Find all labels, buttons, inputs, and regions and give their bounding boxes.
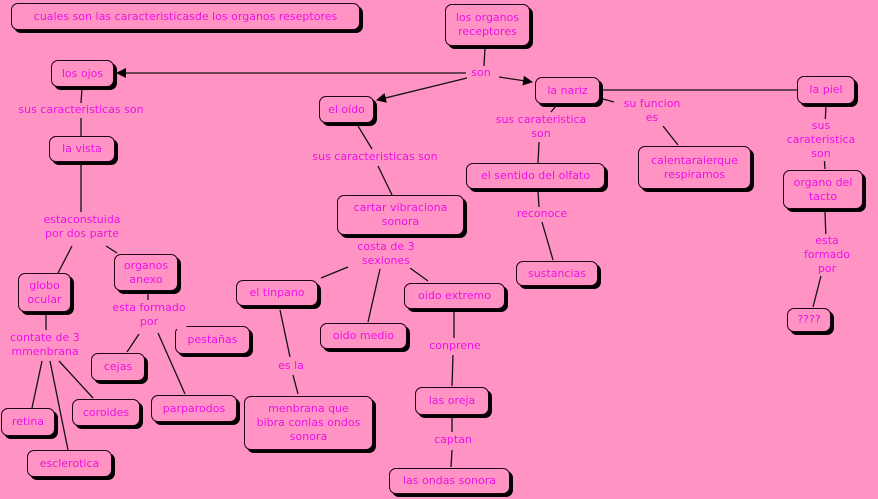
concept-pestanas[interactable]: pestañas [175,326,250,354]
concept-calentar-aire[interactable]: calentaraierque respiramos [638,146,751,189]
concept-los-organos-receptores[interactable]: los organos receptores [445,4,530,46]
phrase-oido-caracteristicas[interactable]: sus caracteristicas son [311,150,439,164]
phrase-ojos-caracteristicas[interactable]: sus caracteristicas son [17,103,145,117]
concept-el-tinpano[interactable]: el tinpano [236,280,318,306]
concept-la-nariz[interactable]: la nariz [535,77,600,104]
concept-cejas[interactable]: cejas [91,353,145,381]
concept-oido-medio[interactable]: oido medio [320,323,407,349]
concept-el-oido[interactable]: el oído [319,96,374,123]
phrase-captan[interactable]: captan [433,433,473,447]
phrase-piel-caracteristica[interactable]: sus carateristica son [785,119,857,161]
concept-las-ondas-sonora[interactable]: las ondas sonora [389,468,510,494]
concept-globo-ocular[interactable]: globo ocular [18,273,71,312]
concept-menbrana[interactable]: menbrana que bibra conlas ondos sonora [244,396,373,450]
concept-cartar-vibraciona-sonora[interactable]: cartar vibraciona sonora [337,195,464,235]
phrase-contate[interactable]: contate de 3 mmenbrana [9,331,81,359]
concept-coroides[interactable]: coroides [72,399,140,426]
concept-oido-extremo[interactable]: oido extremo [404,283,505,309]
concept-la-vista[interactable]: la vista [49,136,115,162]
concept-organo-del-tacto[interactable]: organo del tacto [783,170,863,209]
concept-la-piel[interactable]: la piel [797,76,855,104]
concept-las-oreja[interactable]: las oreja [415,387,489,415]
phrase-anexo-formado[interactable]: esta formado por [111,301,187,329]
phrase-reconoce[interactable]: reconoce [515,207,569,221]
phrase-constuida[interactable]: estaconstuida por dos parte [42,213,122,241]
concept-esclerotica[interactable]: esclerotica [27,450,112,477]
phrase-piel-formado[interactable]: esta formado por [801,234,853,276]
phrase-costa-de-3[interactable]: costa de 3 sexiones [356,240,416,268]
concept-parparodos[interactable]: parparodos [151,395,237,422]
map-title[interactable]: cuales son las caracteristicasde los org… [11,3,360,30]
concept-sustancias[interactable]: sustancias [516,261,598,286]
concept-unknown[interactable]: ???? [787,308,831,332]
concept-los-ojos[interactable]: los ojos [51,60,114,87]
phrase-nariz-caracteristica[interactable]: sus carateristica son [494,113,588,141]
phrase-es-la[interactable]: es la [277,359,305,373]
concept-organos-anexo[interactable]: organos anexo [114,254,178,291]
phrase-son[interactable]: son [470,66,492,80]
phrase-conprene[interactable]: conprene [428,339,482,353]
concept-retina[interactable]: retina [1,408,55,436]
concept-el-sentido-del-olfato[interactable]: el sentido del olfato [466,163,605,189]
phrase-su-funcion[interactable]: su funcion es [622,97,682,125]
